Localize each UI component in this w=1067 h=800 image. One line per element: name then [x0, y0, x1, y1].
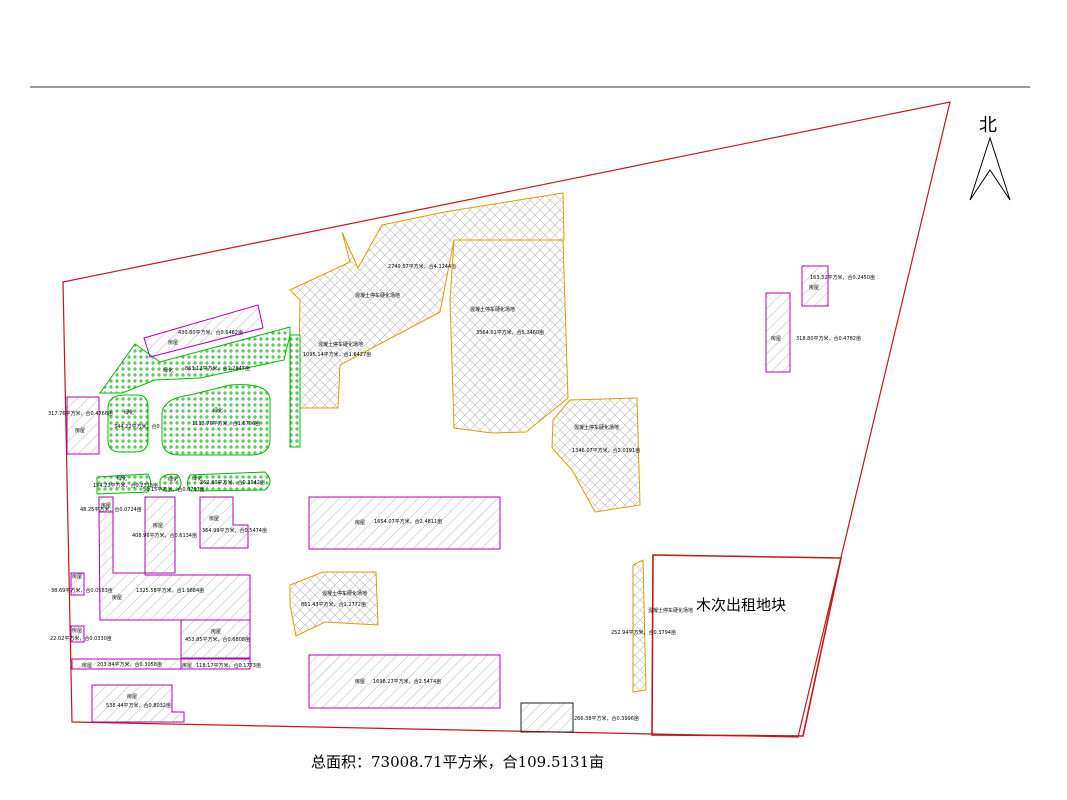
green-small-area: 344.22平方米，合0.5163亩: [114, 423, 179, 430]
green-row: 绿化 154.23平方米，合0.2313亩 绿化 53.15平方米，合0.079…: [93, 471, 271, 495]
concrete-area-e: 混凝土停车硬化场地 851.43平方米，合1.2772亩: [289, 571, 379, 637]
building-2202: 房屋 22.02平方米，合0.0330亩: [50, 625, 112, 643]
green-row-c-name: 绿化: [192, 475, 202, 482]
building-L: 房屋 1325.58平方米，合1.9884亩: [98, 511, 251, 621]
total-area-caption: 总面积：73008.71平方米，合109.5131亩: [311, 753, 604, 771]
concrete-c-name: 混凝土停车硬化场地: [470, 306, 515, 313]
concrete-area-f: 混凝土停车硬化场地 252.94平方米，合0.3794亩: [611, 559, 693, 693]
bld-mid-name: 房屋: [355, 519, 365, 526]
bld-538-name: 房屋: [127, 693, 137, 700]
green-row-b-area: 53.15平方米，合0.0797亩: [143, 486, 205, 493]
bld-408-name: 房屋: [153, 522, 163, 529]
green-strip-name: 绿化: [163, 367, 173, 374]
building-364: 房屋 364.99平方米，合0.5474亩: [199, 496, 267, 549]
green-row-c-area: 262.80平方米，合0.3942亩: [200, 479, 265, 486]
bld-right-tall-area: 318.80平方米，合0.4782亩: [796, 335, 861, 342]
building-mid: 房屋 1654.07平方米，合2.4811亩: [308, 496, 501, 550]
green-row-b-name: 绿化: [168, 476, 178, 483]
bld-low-name: 房屋: [355, 678, 365, 685]
bld-453-name: 房屋: [211, 628, 221, 635]
bld-266-area: 266.38平方米，合0.3996亩: [574, 715, 639, 722]
green-row-a-area: 154.23平方米，合0.2313亩: [93, 482, 158, 489]
bld-118-name: 房屋: [182, 662, 192, 669]
concrete-d-name: 混凝土停车硬化场地: [574, 424, 619, 431]
bld-left-name: 房屋: [75, 427, 85, 434]
bld-top-area: 430.80平方米，合0.6462亩: [178, 329, 243, 336]
concrete-e-name: 混凝土停车硬化场地: [322, 590, 367, 597]
bld-3869-name: 房屋: [72, 573, 82, 580]
building-408: 房屋 408.96平方米，合0.6134亩: [132, 496, 197, 574]
bld-low-area: 1698.27平方米，合2.5474亩: [373, 678, 441, 685]
building-203: 房屋 203.84平方米，合0.3058亩: [71, 658, 182, 670]
building-538: 房屋 538.44平方米，合0.8032亩: [91, 684, 185, 723]
bld-left-area: 317.76平方米，合0.4766亩: [48, 410, 113, 417]
bld-364-area: 364.99平方米，合0.5474亩: [202, 527, 267, 534]
green-strip-area: 863.12平方米，合1.2947亩: [185, 365, 250, 372]
bld-538-area: 538.44平方米，合0.8032亩: [106, 702, 171, 709]
green-big-name: 绿化: [213, 407, 223, 414]
building-top: 房屋 430.80平方米，合0.6462亩: [143, 304, 264, 358]
building-right-small: 房屋 163.32平方米，合0.2450亩: [801, 265, 875, 307]
bld-118-area: 118.17平方米，合0.1773亩: [196, 662, 261, 669]
bld-453-area: 453.85平方米，合0.6808亩: [185, 636, 250, 643]
bld-408-area: 408.96平方米，合0.6134亩: [132, 532, 197, 539]
concrete-area-a: 混凝土停车硬化场地 2749.57平方米，合4.1244亩 混凝土停车硬化场地 …: [289, 192, 565, 409]
bld-L-area: 1325.58平方米，合1.9884亩: [136, 587, 204, 594]
concrete-f-name: 混凝土停车硬化场地: [648, 607, 693, 614]
bld-L-name: 房屋: [112, 594, 122, 601]
bld-203-area: 203.84平方米，合0.3058亩: [97, 661, 162, 668]
concrete-b-name: 混凝土停车硬化场地: [318, 341, 363, 348]
building-118: 房屋 118.17平方米，合0.1773亩: [180, 658, 261, 670]
bld-364-name: 房屋: [209, 515, 219, 522]
bld-3869-area: 38.69平方米，合0.0583亩: [51, 587, 113, 594]
rental-block: [651, 554, 842, 737]
concrete-e-area: 851.43平方米，合1.2772亩: [301, 601, 366, 608]
building-low: 房屋 1698.27平方米，合2.5474亩: [308, 654, 501, 709]
building-left: 房屋 317.76平方米，合0.4766亩: [48, 396, 113, 455]
bld-4825-area: 48.25平方米，合0.0724亩: [80, 506, 142, 513]
bld-2202-name: 房屋: [72, 627, 82, 634]
green-big-area: 1113.76平方米，合1.6706亩: [192, 420, 260, 427]
green-small: 绿化 344.22平方米，合0.5163亩: [107, 394, 179, 453]
north-label: 北: [979, 115, 997, 136]
concrete-a-area: 2749.57平方米，合4.1244亩: [388, 263, 456, 270]
concrete-c-area: 3564.01平方米，合5.3460亩: [476, 329, 544, 336]
green-small-name: 绿化: [124, 409, 134, 416]
concrete-a-name: 混凝土停车硬化场地: [355, 292, 400, 299]
concrete-area-d: 混凝土停车硬化场地 1346.07平方米，合2.0191亩: [551, 397, 641, 513]
building-3869: 房屋 38.69平方米，合0.0583亩: [51, 572, 113, 596]
concrete-b-area: 1095.14平方米，合1.6427亩: [303, 351, 371, 358]
concrete-f-area: 252.94平方米，合0.3794亩: [611, 629, 676, 636]
bld-mid-area: 1654.07平方米，合2.4811亩: [374, 518, 442, 525]
bld-2202-area: 22.02平方米，合0.0330亩: [50, 635, 112, 642]
bld-4825-name: 房屋: [101, 502, 111, 509]
building-right-tall: 房屋 318.80平方米，合0.4782亩: [765, 292, 861, 373]
bld-top-name: 房屋: [168, 339, 178, 346]
building-453: 房屋 453.85平方米，合0.6808亩: [180, 619, 251, 659]
site-boundary: [62, 101, 951, 738]
rental-block-label: 木次出租地块: [696, 596, 786, 614]
north-arrow-icon: 北: [969, 115, 1011, 201]
bld-right-small-area: 163.32平方米，合0.2450亩: [810, 274, 875, 281]
building-266: 266.38平方米，合0.3996亩: [520, 702, 639, 733]
bld-right-small-name: 房屋: [809, 284, 819, 291]
green-row-a-name: 绿化: [117, 475, 127, 482]
building-4825: 房屋 48.25平方米，合0.0724亩: [80, 496, 142, 513]
bld-right-tall-name: 房屋: [771, 335, 781, 342]
concrete-area-c: 混凝土停车硬化场地 3564.01平方米，合5.3460亩: [449, 239, 569, 434]
bld-203-name: 房屋: [82, 662, 92, 669]
green-big: 绿化 1113.76平方米，合1.6706亩: [161, 384, 271, 456]
concrete-d-area: 1346.07平方米，合2.0191亩: [572, 447, 640, 454]
